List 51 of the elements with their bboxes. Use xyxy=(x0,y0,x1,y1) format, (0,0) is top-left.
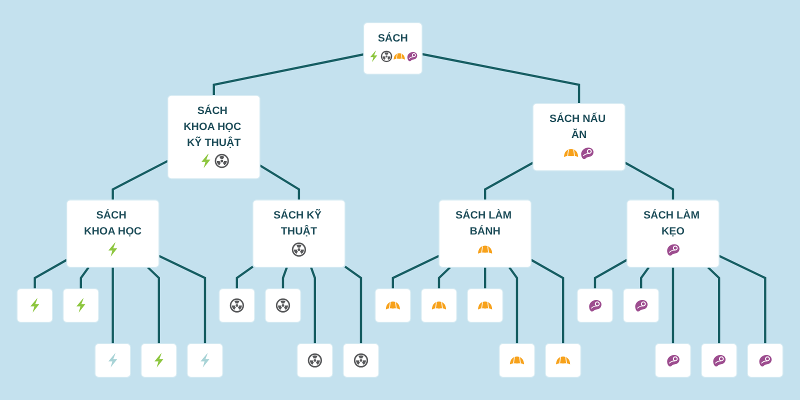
connector xyxy=(112,267,114,344)
connector xyxy=(422,53,580,104)
connector xyxy=(259,164,300,200)
connector xyxy=(392,254,440,289)
connector xyxy=(282,266,288,289)
connector xyxy=(530,258,564,344)
node-box xyxy=(466,288,504,323)
node-box xyxy=(16,288,53,323)
connector xyxy=(438,266,451,289)
connector xyxy=(484,267,486,289)
node-box xyxy=(747,343,784,378)
connector xyxy=(640,266,650,289)
node-box: SÁCH LÀM KẸO xyxy=(626,200,720,268)
node-box xyxy=(94,343,131,378)
connector xyxy=(112,160,168,200)
connector xyxy=(80,266,90,289)
node-box xyxy=(622,288,660,323)
node-box xyxy=(498,343,536,378)
node-box xyxy=(218,288,256,323)
node-box xyxy=(264,288,302,323)
node-box xyxy=(576,288,614,323)
node-box xyxy=(700,343,738,378)
node-box xyxy=(140,343,178,378)
connector xyxy=(508,266,518,344)
node-box xyxy=(654,343,692,378)
node-box: SÁCH NẤU ĂN xyxy=(532,102,626,172)
node-box xyxy=(342,343,380,378)
connector xyxy=(147,266,160,344)
node-box xyxy=(186,343,224,378)
node-box: SÁCH xyxy=(363,22,423,75)
connector xyxy=(707,266,720,344)
connector xyxy=(718,254,766,344)
node-box xyxy=(62,288,100,323)
node-box xyxy=(420,288,458,323)
connector xyxy=(158,254,206,344)
connector xyxy=(236,266,254,289)
node-box xyxy=(296,343,334,378)
node-box xyxy=(544,343,582,378)
connector xyxy=(310,267,316,344)
connector xyxy=(212,53,364,96)
node-box: SÁCH KHOA HỌC KỸ THUẬT xyxy=(167,94,260,180)
node-box: SÁCH LÀM BÁNH xyxy=(438,200,532,268)
node-box xyxy=(374,288,412,323)
connector xyxy=(34,258,68,289)
connector xyxy=(594,258,628,289)
connector xyxy=(672,267,674,344)
connector xyxy=(484,162,534,200)
connector xyxy=(344,266,362,344)
connector xyxy=(624,162,674,200)
node-box: SÁCH KHOA HỌC xyxy=(66,200,160,268)
node-box: SÁCH KỸ THUẬT xyxy=(252,200,346,268)
